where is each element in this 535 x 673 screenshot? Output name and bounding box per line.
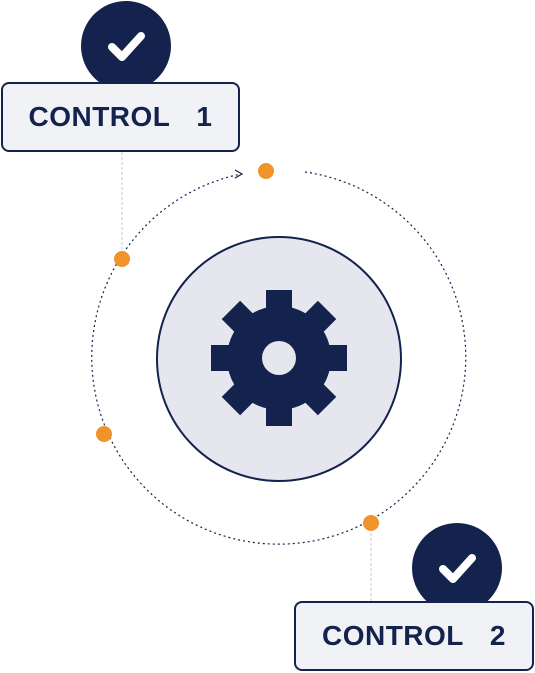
control-1-number: 1 <box>196 101 213 132</box>
orbit-arrowhead <box>234 169 244 179</box>
check-icon <box>439 554 476 583</box>
control-1-box: CONTROL 1 <box>1 82 240 152</box>
gear-icon <box>211 290 347 426</box>
control-1-label: CONTROL <box>28 101 171 132</box>
orbit-dot-upper-left <box>114 251 130 267</box>
orbit-dot-bottom-right <box>363 515 379 531</box>
check-badge-2 <box>412 523 502 613</box>
check-badge-1 <box>81 1 171 91</box>
control-2-box: CONTROL 2 <box>294 601 534 671</box>
orbit-dot-lower-left <box>96 426 112 442</box>
orbit-dot-top <box>258 163 274 179</box>
check-icon <box>108 32 145 61</box>
control-2-number: 2 <box>489 620 506 651</box>
control-2-label: CONTROL <box>321 620 464 651</box>
